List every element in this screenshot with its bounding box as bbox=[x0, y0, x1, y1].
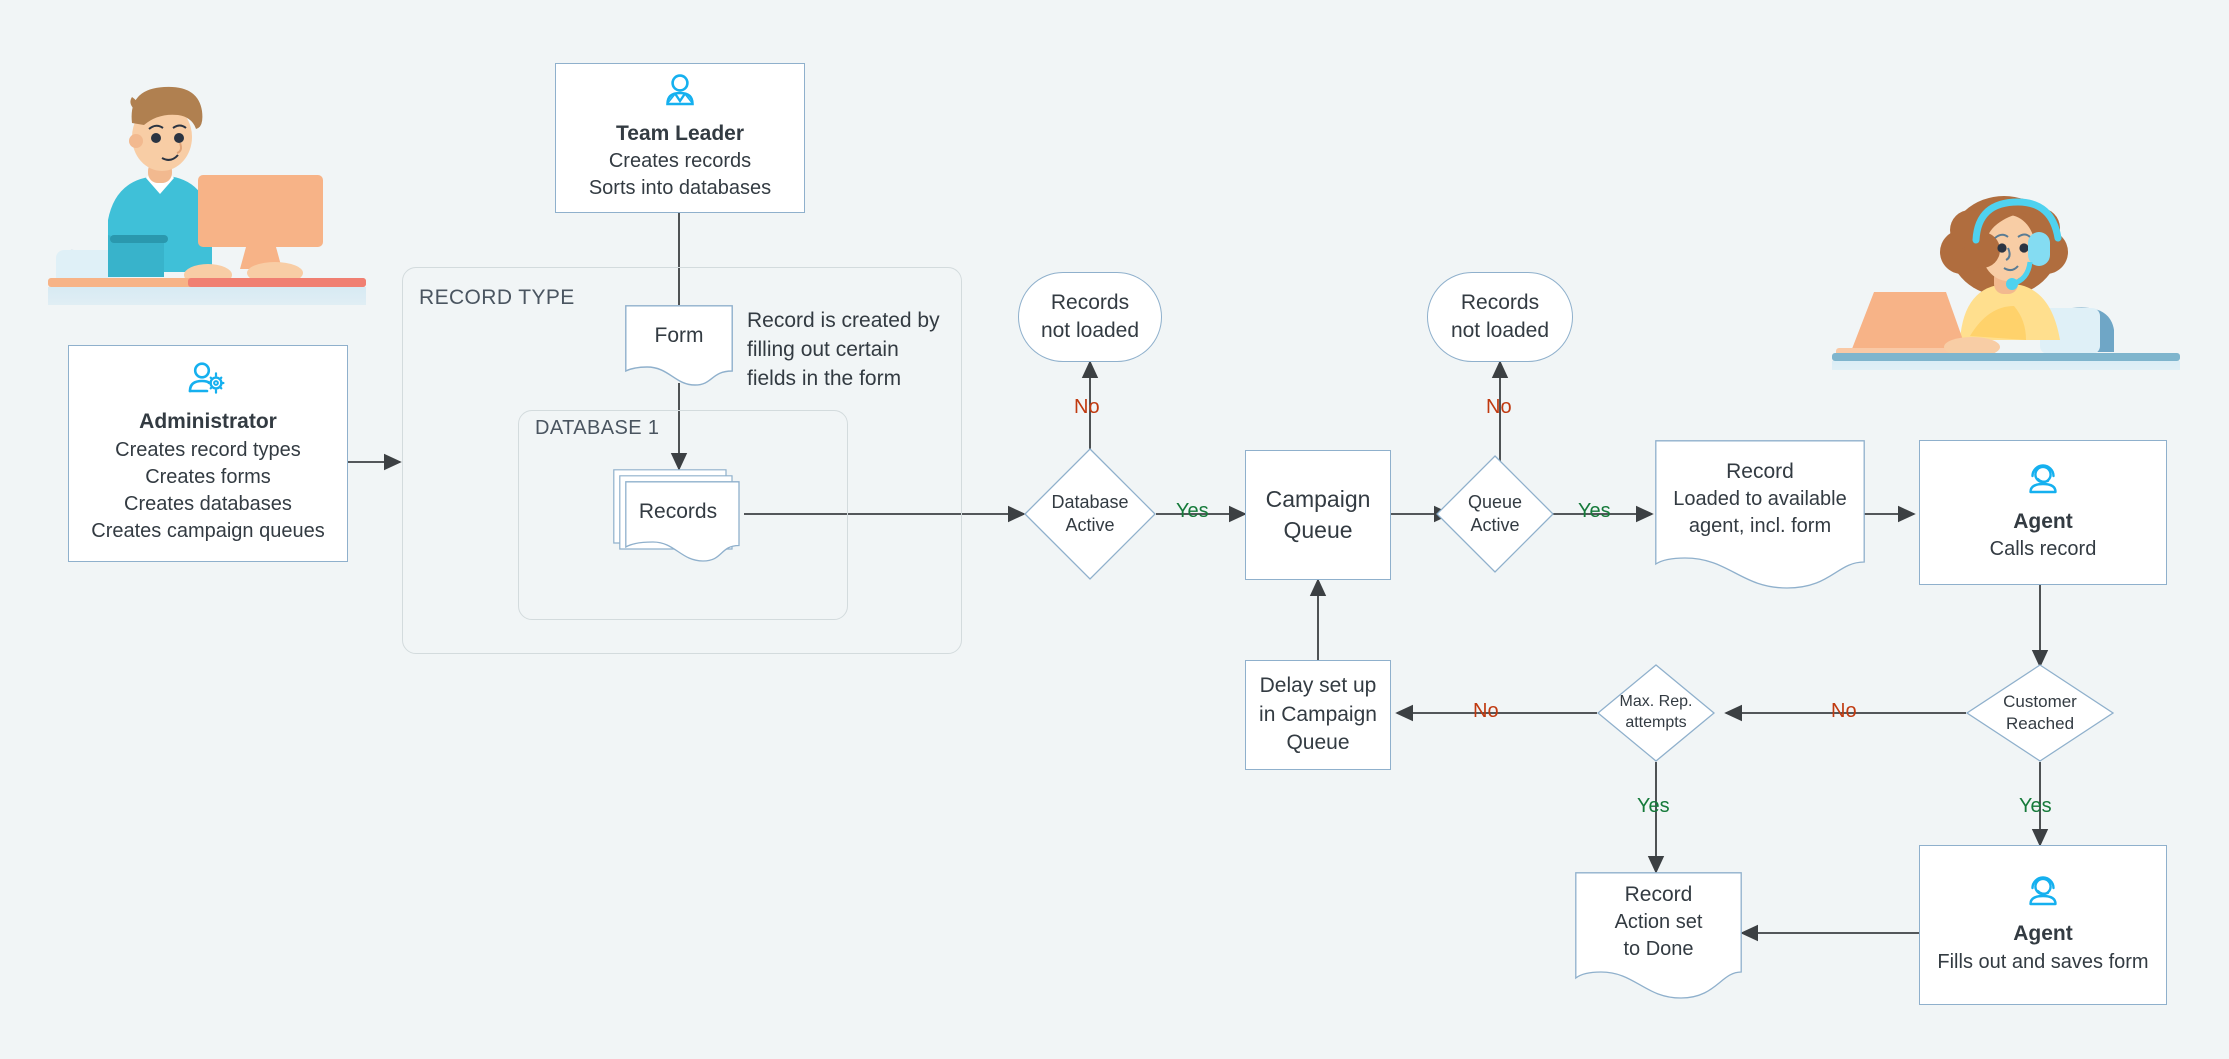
node-record-loaded-line-2: agent, incl. form bbox=[1688, 515, 1832, 538]
edge-label-database-yes: Yes bbox=[1176, 500, 1209, 522]
decision-queue-active-line-1: Queue bbox=[1467, 491, 1523, 512]
node-record-done-line-1: Action set bbox=[1614, 911, 1703, 934]
node-record-done[interactable]: Record Action set to Done bbox=[1575, 872, 1742, 1002]
node-team-leader-title: Team Leader bbox=[616, 121, 744, 145]
node-form[interactable]: Form bbox=[625, 305, 733, 387]
administrator-illustration bbox=[38, 45, 368, 339]
node-delay-line-2: in Campaign bbox=[1259, 702, 1377, 726]
decision-customer-reached-line-2: Reached bbox=[2005, 714, 2075, 733]
decision-customer-reached-line-1: Customer bbox=[2003, 691, 2077, 711]
node-records-not-loaded-1-line-1: Records bbox=[1050, 290, 1130, 314]
node-administrator-line-4: Creates campaign queues bbox=[91, 519, 325, 542]
node-records-not-loaded-2[interactable]: Records not loaded bbox=[1427, 272, 1573, 362]
decision-max-rep-attempts[interactable]: Max. Rep. attempts bbox=[1597, 664, 1715, 762]
node-campaign-queue-line-2: Queue bbox=[1283, 517, 1353, 543]
node-team-leader[interactable]: Team Leader Creates records Sorts into d… bbox=[555, 63, 805, 213]
node-delay[interactable]: Delay set up in Campaign Queue bbox=[1245, 660, 1391, 770]
node-agent-calls-line-1: Calls record bbox=[1989, 538, 2097, 561]
decision-max-rep-line-2: attempts bbox=[1625, 714, 1687, 731]
decision-database-active-line-1: Database bbox=[1051, 491, 1129, 512]
node-campaign-queue-line-1: Campaign bbox=[1265, 485, 1371, 512]
node-records-label: Records bbox=[638, 499, 718, 523]
node-administrator[interactable]: Administrator Creates record types Creat… bbox=[68, 345, 348, 562]
node-record-loaded-title: Record bbox=[1726, 459, 1794, 483]
node-records-not-loaded-1-line-2: not loaded bbox=[1040, 319, 1140, 342]
agent-illustration bbox=[1832, 140, 2180, 401]
edge-label-database-no: No bbox=[1074, 396, 1100, 418]
node-administrator-line-3: Creates databases bbox=[124, 492, 292, 515]
node-administrator-line-1: Creates record types bbox=[115, 438, 301, 461]
edge-label-max-rep-yes: Yes bbox=[1637, 795, 1670, 817]
group-database-1 bbox=[518, 410, 848, 620]
node-form-label: Form bbox=[654, 323, 704, 347]
decision-max-rep-line-1: Max. Rep. bbox=[1619, 693, 1693, 711]
node-record-loaded-line-1: Loaded to available bbox=[1673, 488, 1847, 511]
node-administrator-line-2: Creates forms bbox=[145, 465, 271, 488]
edge-label-max-rep-no: No bbox=[1473, 700, 1499, 722]
node-agent-fills[interactable]: Agent Fills out and saves form bbox=[1919, 845, 2167, 1005]
group-record-type bbox=[402, 267, 962, 654]
agent-headset-icon bbox=[2026, 874, 2060, 914]
node-administrator-title: Administrator bbox=[139, 410, 277, 434]
node-team-leader-line-2: Sorts into databases bbox=[588, 177, 772, 200]
node-records[interactable]: Records bbox=[613, 469, 743, 564]
edge-label-queue-yes: Yes bbox=[1578, 500, 1611, 522]
node-agent-calls[interactable]: Agent Calls record bbox=[1919, 440, 2167, 585]
agent-headset-icon bbox=[2026, 462, 2060, 502]
node-record-done-line-2: to Done bbox=[1623, 938, 1694, 961]
group-database-1-label: DATABASE 1 bbox=[535, 417, 660, 439]
node-records-not-loaded-1[interactable]: Records not loaded bbox=[1018, 272, 1162, 362]
node-delay-line-1: Delay set up bbox=[1259, 674, 1377, 698]
node-campaign-queue[interactable]: Campaign Queue bbox=[1245, 450, 1391, 580]
decision-queue-active-line-2: Active bbox=[1470, 515, 1520, 535]
node-team-leader-line-1: Creates records bbox=[608, 150, 752, 173]
decision-customer-reached[interactable]: Customer Reached bbox=[1966, 664, 2114, 762]
edge-label-customer-no: No bbox=[1831, 700, 1857, 722]
node-delay-line-3: Queue bbox=[1286, 731, 1350, 755]
decision-queue-active[interactable]: Queue Active bbox=[1436, 455, 1554, 573]
node-agent-fills-line-1: Fills out and saves form bbox=[1937, 950, 2149, 973]
decision-database-active[interactable]: Database Active bbox=[1024, 448, 1156, 580]
group-record-type-label: RECORD TYPE bbox=[419, 286, 575, 309]
decision-database-active-line-2: Active bbox=[1065, 515, 1115, 535]
team-leader-icon bbox=[663, 74, 697, 114]
node-agent-fills-title: Agent bbox=[2013, 922, 2073, 946]
edge-label-customer-yes: Yes bbox=[2019, 795, 2052, 817]
node-agent-calls-title: Agent bbox=[2013, 509, 2073, 533]
node-records-not-loaded-2-line-1: Records bbox=[1460, 290, 1540, 314]
form-note: Record is created by filling out certain… bbox=[747, 309, 940, 390]
administrator-gear-icon bbox=[188, 362, 228, 402]
node-record-loaded[interactable]: Record Loaded to available agent, incl. … bbox=[1655, 440, 1865, 592]
node-record-done-title: Record bbox=[1624, 882, 1693, 906]
node-records-not-loaded-2-line-2: not loaded bbox=[1450, 319, 1550, 342]
edge-label-queue-no: No bbox=[1486, 396, 1512, 418]
